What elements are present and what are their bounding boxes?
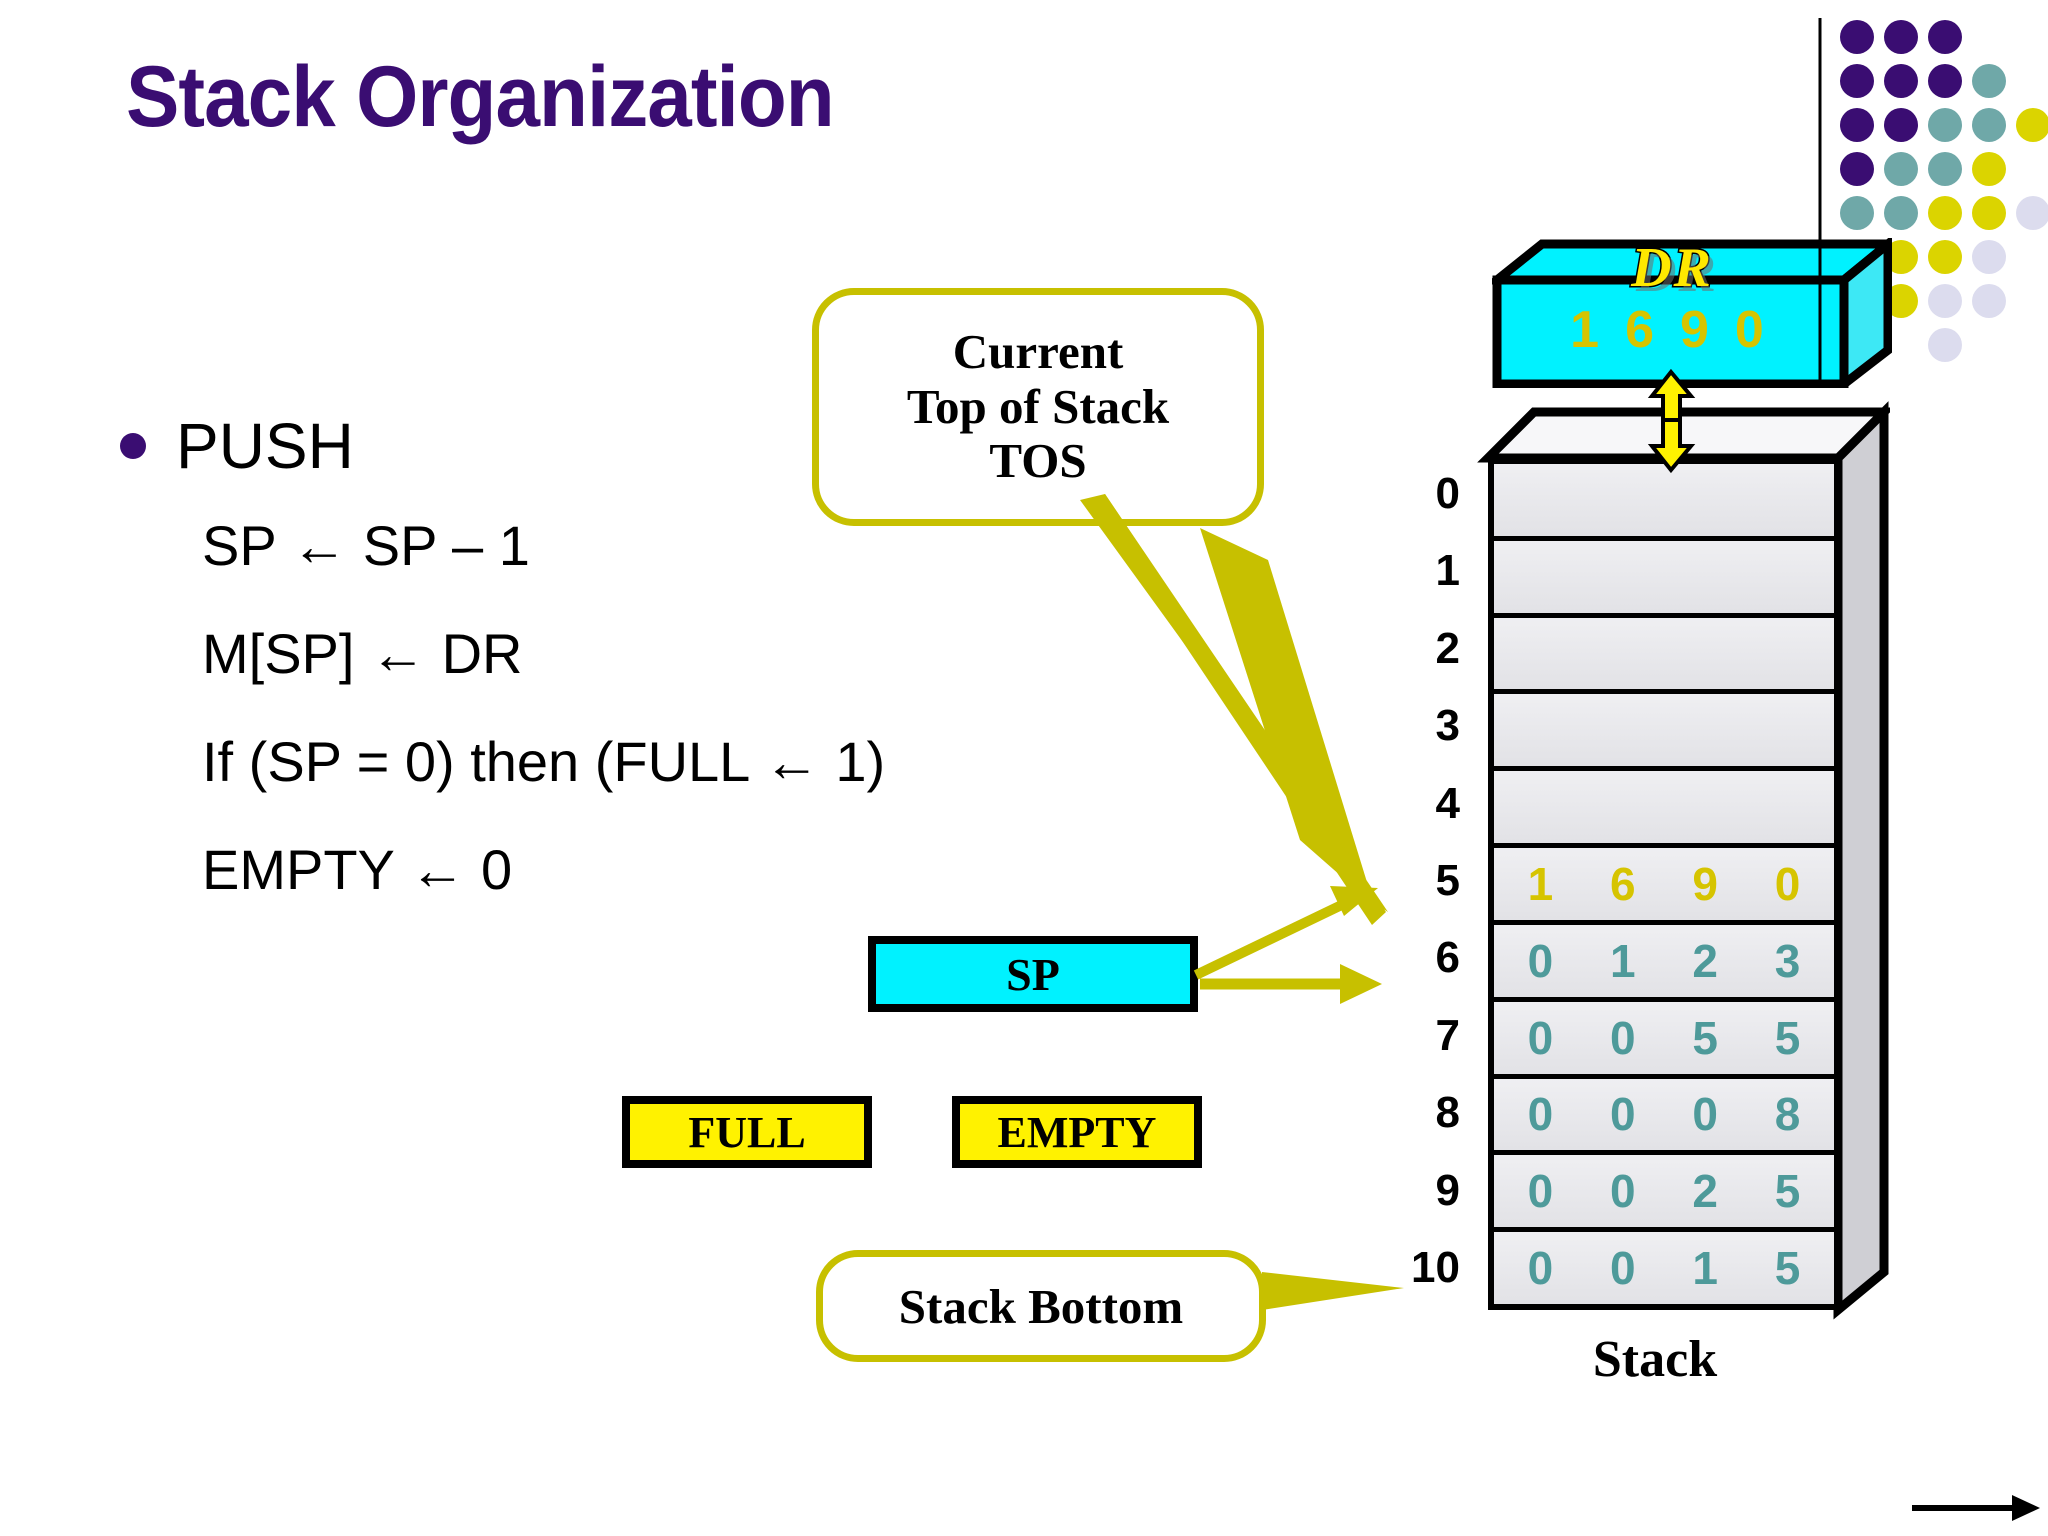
decorative-dot <box>1928 152 1962 186</box>
stack-row-index-2: 2 <box>1435 623 1460 673</box>
stack-cell-8: 0 0 0 8 <box>1494 1078 1834 1156</box>
pseudocode-line-2: M[SP] ← DR <box>202 622 523 685</box>
tos-leader-3 <box>1092 494 1386 925</box>
decorative-dot <box>1928 20 1962 54</box>
callout-stack-bottom: Stack Bottom <box>816 1250 1266 1362</box>
decorative-dot <box>1972 108 2006 142</box>
page-title: Stack Organization <box>126 49 835 145</box>
stack-row-index-7: 7 <box>1435 1010 1460 1060</box>
decorative-dot <box>1840 64 1874 98</box>
stack-row-index-8: 8 <box>1435 1088 1460 1138</box>
decorative-dot <box>1928 284 1962 318</box>
callout-tos-line1: Current <box>952 323 1124 379</box>
bullet-dot-icon <box>120 433 146 459</box>
stack-row-indices: 0 1 2 3 4 5 6 7 8 9 10 <box>1380 400 1460 1320</box>
empty-flag-box[interactable]: EMPTY <box>952 1096 1202 1168</box>
bottom-right-arrow <box>1912 1495 2040 1521</box>
stack-cell-5: 1 6 9 0 <box>1494 848 1834 925</box>
decorative-dot <box>1840 108 1874 142</box>
stack-cell-9: 0 0 2 5 <box>1494 1155 1834 1233</box>
stack-cell-0 <box>1494 464 1834 541</box>
pseudocode-line-4: EMPTY ← 0 <box>202 838 513 901</box>
sp-register-box[interactable]: SP <box>868 936 1198 1012</box>
dr-value: 1690 <box>1570 301 1790 359</box>
decorative-dot <box>1840 20 1874 54</box>
decorative-dot <box>1884 64 1918 98</box>
stack-cell-2 <box>1494 617 1834 695</box>
sp-label: SP <box>1006 948 1060 1000</box>
dr-register-shape <box>1492 238 1892 388</box>
stack-caption: Stack <box>1592 1331 1718 1388</box>
bullet-label: PUSH <box>176 410 354 482</box>
stack-row-index-1: 1 <box>1435 546 1460 596</box>
decorative-dot <box>1928 240 1962 274</box>
full-label: FULL <box>688 1107 806 1157</box>
decorative-dot <box>1884 152 1918 186</box>
stack-cell-10: 0 0 1 5 <box>1494 1232 1834 1304</box>
pseudocode-line-1: SP ← SP – 1 <box>202 514 530 577</box>
content-block: PUSH SP ← SP – 1 M[SP] ← DR If (SP = 0) … <box>120 400 1120 924</box>
sp-arrow-row6 <box>1200 964 1382 1004</box>
decorative-dot-grid <box>1840 20 2048 362</box>
decorative-dot <box>2016 196 2048 230</box>
stack-cell-6: 0 1 2 3 <box>1494 924 1834 1002</box>
decorative-dot <box>1972 284 2006 318</box>
decorative-dot <box>1972 240 2006 274</box>
pseudocode-line-3: If (SP = 0) then (FULL ← 1) <box>202 730 886 793</box>
stack-row-index-5: 5 <box>1435 856 1460 905</box>
bullet-item-push: PUSH <box>120 400 1120 492</box>
stack-row-index-3: 3 <box>1435 701 1460 751</box>
decorative-dot <box>1928 328 1962 362</box>
stack-cell-3 <box>1494 694 1834 772</box>
decorative-dot <box>1884 108 1918 142</box>
decorative-dot <box>1928 196 1962 230</box>
stack-row-index-9: 9 <box>1435 1165 1460 1215</box>
sp-arrow-row5 <box>1193 886 1378 980</box>
tos-leader-1 <box>1200 528 1374 905</box>
decorative-dot <box>1928 108 1962 142</box>
stack-row-index-0: 0 <box>1435 468 1460 518</box>
stack-row-index-6: 6 <box>1435 933 1460 983</box>
decorative-dot <box>1840 152 1874 186</box>
empty-label: EMPTY <box>997 1107 1157 1157</box>
dr-label: DR <box>1630 236 1713 301</box>
stack-cell-7: 0 0 5 5 <box>1494 1001 1834 1079</box>
full-flag-box[interactable]: FULL <box>622 1096 872 1168</box>
decorative-dot <box>1972 64 2006 98</box>
stack-row-index-4: 4 <box>1435 778 1460 828</box>
callout-stack-bottom-label: Stack Bottom <box>898 1278 1184 1334</box>
decorative-dot <box>1840 196 1874 230</box>
decorative-dot <box>1884 196 1918 230</box>
tos-leader-2 <box>1080 494 1388 912</box>
stack-cell-4 <box>1494 771 1834 849</box>
decorative-dot <box>1972 196 2006 230</box>
decorative-dot <box>1928 64 1962 98</box>
stack-cell-1 <box>1494 540 1834 618</box>
decorative-dot <box>2016 108 2048 142</box>
dr-register[interactable]: DR 1690 <box>1492 236 1892 388</box>
callout-top-of-stack: Current Top of Stack TOS <box>812 288 1264 526</box>
decorative-dot <box>1972 152 2006 186</box>
decorative-dot <box>1884 20 1918 54</box>
stack-row-index-10: 10 <box>1411 1243 1460 1293</box>
callout-tos-line3: TOS <box>989 433 1087 489</box>
callout-tos-line2: Top of Stack <box>906 378 1170 434</box>
